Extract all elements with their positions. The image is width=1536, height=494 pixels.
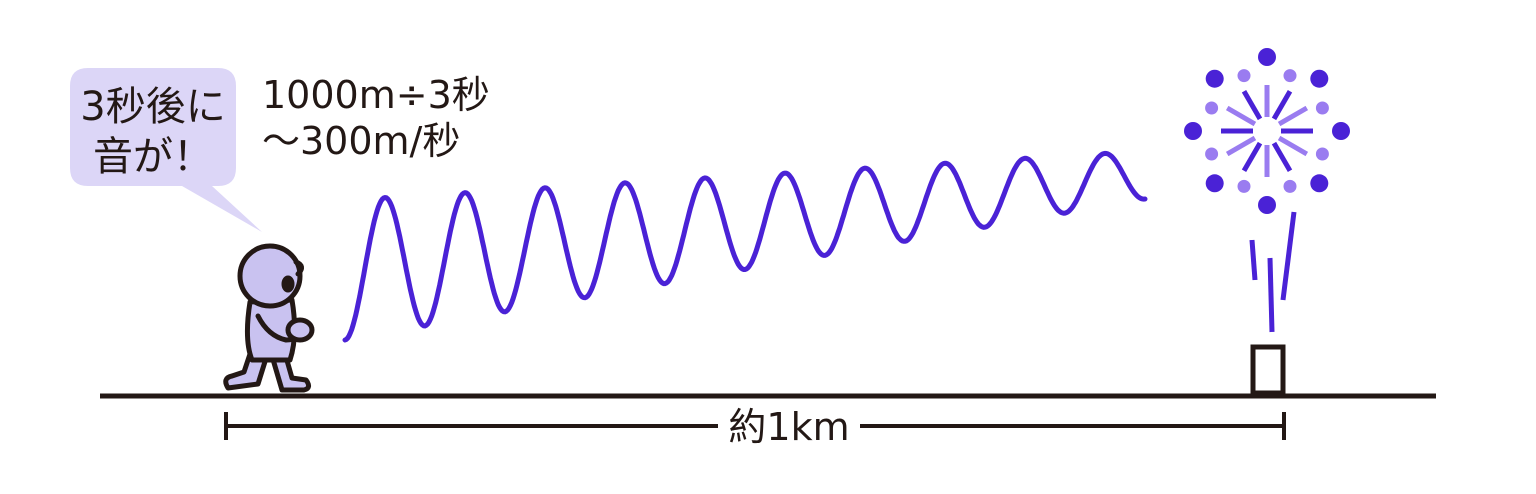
firework-spark-inner <box>1205 101 1219 115</box>
firework-spark-outer <box>1258 48 1276 66</box>
calculation: 1000m÷3秒 ～300m/秒 <box>262 73 490 163</box>
person-hand <box>285 317 315 343</box>
sound-wave <box>342 150 1148 343</box>
firework-trail <box>1249 239 1258 281</box>
firework-ray <box>1277 105 1309 127</box>
firework-spark-inner <box>1205 147 1219 161</box>
person-head <box>237 243 303 309</box>
firework-trail <box>1280 211 1297 301</box>
firework-spark-outer <box>1184 122 1202 140</box>
firework <box>1184 48 1350 333</box>
firework-spark-outer <box>1205 69 1224 88</box>
firework-ray <box>1277 135 1309 157</box>
speech-bubble-shape <box>70 68 262 232</box>
firework-trail <box>1267 257 1275 333</box>
firework-spark-outer <box>1258 196 1276 214</box>
person-figure <box>223 243 315 393</box>
speech-bubble: 3秒後に 音が！ <box>70 68 262 232</box>
speech-bubble-line1: 3秒後に <box>80 84 225 130</box>
person-nose <box>293 259 304 277</box>
firework-spark-inner <box>1315 147 1329 161</box>
firework-spark-outer <box>1310 69 1329 88</box>
firework-spark-inner <box>1237 69 1251 83</box>
firework-ray <box>1271 89 1293 121</box>
person-mouth <box>281 275 295 293</box>
firework-ray <box>1225 105 1257 127</box>
firework-spark-outer <box>1332 122 1350 140</box>
calculation-line2: ～300m/秒 <box>262 119 460 163</box>
firework-ray <box>1241 89 1263 121</box>
distance-label: 約1km <box>728 405 849 449</box>
firework-spark-outer <box>1205 174 1224 193</box>
firework-ray <box>1241 141 1263 173</box>
firework-spark-outer <box>1310 174 1329 193</box>
firework-spark-inner <box>1237 179 1251 193</box>
firework-spark-inner <box>1283 179 1297 193</box>
firework-launcher <box>1250 344 1286 396</box>
firework-spark-inner <box>1283 69 1297 83</box>
firework-spark-inner <box>1315 101 1329 115</box>
calculation-line1: 1000m÷3秒 <box>262 73 490 117</box>
firework-ray <box>1225 135 1257 157</box>
firework-ray <box>1271 141 1293 173</box>
speech-bubble-line2: 音が！ <box>93 134 213 180</box>
distance-indicator <box>224 412 1286 440</box>
